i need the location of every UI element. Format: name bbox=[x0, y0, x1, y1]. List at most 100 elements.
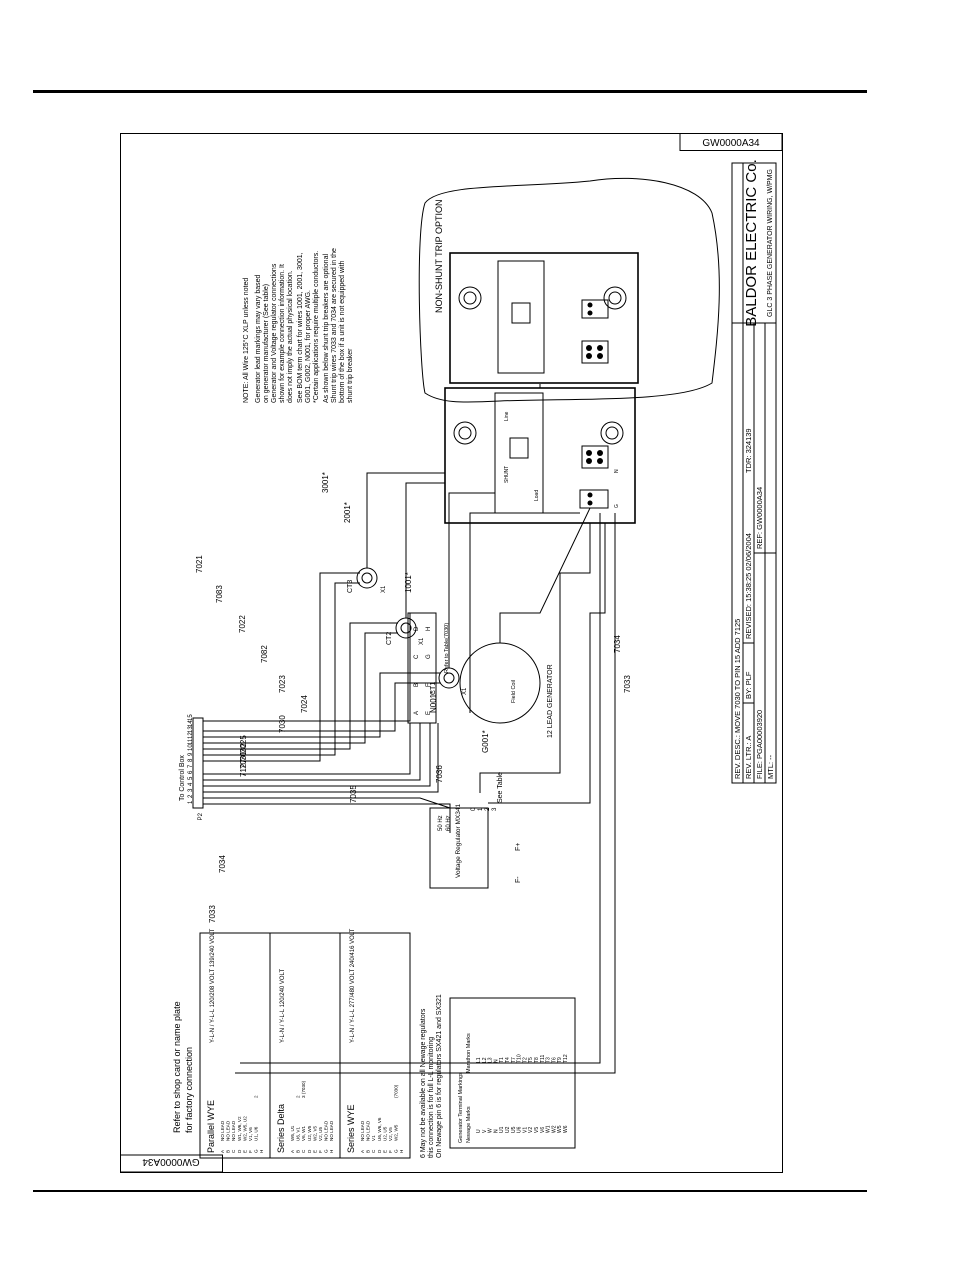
ct1-label: CT1 bbox=[430, 682, 437, 695]
connection-table-cell: A bbox=[220, 1149, 225, 1153]
marking-table-cell: W bbox=[488, 1128, 494, 1133]
ref: REF: GW0000A34 bbox=[755, 487, 764, 549]
marking-table-cell: T7 bbox=[511, 1057, 517, 1063]
connection-table-cell: U2, U5 bbox=[382, 1126, 387, 1141]
connection-table-cell: G bbox=[394, 1149, 399, 1153]
tb-b: B bbox=[414, 683, 420, 687]
footer-rule bbox=[33, 1190, 867, 1192]
pin-9: 9 bbox=[188, 752, 194, 756]
marking-header-1: Newage Marks bbox=[466, 1106, 472, 1143]
connection-table-cell: U1, U6 bbox=[254, 1126, 259, 1141]
non-shunt-trip-label: NON-SHUNT TRIP OPTION bbox=[434, 199, 444, 313]
line-label: Line bbox=[504, 411, 510, 421]
wire-7022: 7022 bbox=[238, 615, 247, 633]
marking-table-cell: L2 bbox=[482, 1057, 488, 1063]
marking-table-cell: V2 bbox=[528, 1127, 534, 1133]
terminal-block: Refer to Table(7030) A B C D E F G H bbox=[407, 612, 450, 724]
marking-table-cell: N bbox=[493, 1059, 499, 1063]
wire-n001: N001* bbox=[429, 691, 438, 713]
tb-f: F bbox=[426, 683, 432, 687]
marking-table-cell: T3 bbox=[546, 1057, 552, 1063]
generator-12-lead: 12 LEAD GENERATOR Field Coil bbox=[459, 642, 554, 738]
note-line-11: bottom of the box if a unit is not equip… bbox=[339, 260, 346, 403]
connection-table-cell: G bbox=[324, 1149, 329, 1153]
connection-table-cell: B bbox=[296, 1150, 301, 1153]
notes-block: NOTE: All Wire 125°C XLP unless noted Ge… bbox=[242, 248, 354, 403]
connection-table-cell: A bbox=[360, 1149, 365, 1153]
marking-table-cell: T5 bbox=[528, 1057, 534, 1063]
note-line-8: *Certain applications require multiple c… bbox=[313, 251, 320, 403]
note-line-2: on generator manufacturer (See table) bbox=[263, 284, 270, 403]
title-block: REV. DESC.: MOVE 7030 TO PIN 15 ADD 7125… bbox=[731, 159, 777, 784]
table-series-wye-name: Series WYE bbox=[346, 1104, 356, 1153]
regulator-t0: 0 bbox=[471, 807, 477, 811]
n-label: N bbox=[614, 469, 620, 473]
wire-7127: 7127 bbox=[239, 759, 248, 777]
regulator-t3: 3 bbox=[492, 807, 498, 811]
marking-table-cell: W1 bbox=[546, 1125, 552, 1133]
note-line-6: See BOM term chart for wires 1001, 2001,… bbox=[297, 252, 304, 403]
wire-2001: 2001* bbox=[343, 502, 352, 523]
tb-d: D bbox=[414, 626, 420, 631]
ct1-x1: X1 bbox=[462, 687, 468, 695]
marking-table-cell: L3 bbox=[488, 1057, 494, 1063]
mtl: MTL: -- bbox=[766, 754, 775, 779]
wire-7083: 7083 bbox=[215, 585, 224, 603]
note-line-9: As shown below shunt trip breakers are o… bbox=[323, 254, 330, 403]
plug-label: P2 bbox=[198, 812, 204, 820]
table-series-delta-name: Series Delta bbox=[276, 1104, 286, 1153]
wire-7034-right: 7034 bbox=[613, 635, 622, 653]
tb-a: A bbox=[414, 711, 420, 715]
g-label: G bbox=[614, 504, 620, 508]
marking-header-0: Generator Terminal Markings bbox=[458, 1072, 464, 1143]
drawing-number-top: GW0000A34 bbox=[702, 138, 760, 149]
table-parallel-wye-name: Parallel WYE bbox=[206, 1100, 216, 1153]
wire-7035: 7035 bbox=[349, 785, 358, 803]
wire-7023: 7023 bbox=[278, 675, 287, 693]
ct2-x1: X1 bbox=[419, 637, 425, 645]
pin-12: 12 bbox=[188, 732, 194, 739]
connection-table-cell: F bbox=[318, 1150, 323, 1153]
connection-table-cell: V2, U5 bbox=[318, 1127, 323, 1141]
newage-note: 6 May not be available on all Newage reg… bbox=[420, 994, 443, 1158]
connection-table-cell: F bbox=[248, 1150, 253, 1153]
connection-table-cell: 2 bbox=[254, 1095, 259, 1098]
connection-table-cell: H bbox=[329, 1150, 334, 1153]
wire-7030: 7030 bbox=[278, 715, 287, 733]
wire-routing bbox=[203, 472, 616, 1074]
pin-10: 10 bbox=[188, 744, 194, 751]
wire-7033-right: 7033 bbox=[623, 675, 632, 693]
connection-table-cell: C bbox=[231, 1149, 236, 1153]
marking-table-cell: T9 bbox=[557, 1057, 563, 1063]
shop-card-line-0: Refer to shop card or name plate bbox=[172, 1001, 182, 1133]
rev-desc: REV. DESC.: MOVE 7030 TO PIN 15 ADD 7125 bbox=[733, 619, 742, 779]
file: FILE: PGA00003920 bbox=[755, 710, 764, 779]
connection-table-cell: V1 bbox=[371, 1135, 376, 1141]
regulator-60hz: 60 Hz bbox=[446, 815, 452, 831]
marking-table-cell: T4 bbox=[505, 1057, 511, 1063]
connection-table-cell: H bbox=[399, 1150, 404, 1153]
marking-table-cell: U1 bbox=[499, 1126, 505, 1133]
connection-table-cell: (7030) bbox=[394, 1084, 399, 1098]
marking-table-cell: V1 bbox=[522, 1127, 528, 1133]
marking-table-cell: T2 bbox=[522, 1057, 528, 1063]
marking-table-cell: L1 bbox=[476, 1057, 482, 1063]
marking-table-cell: T8 bbox=[534, 1057, 540, 1063]
wire-labels: 7021 7083 7022 7082 7023 7024 7030 7025 … bbox=[195, 472, 632, 923]
connection-table-cell: W1, W6, V2 bbox=[237, 1116, 242, 1141]
connection-table-cell: NO LEAD bbox=[226, 1120, 231, 1141]
connection-table-cell: V2, V5 bbox=[388, 1127, 393, 1141]
pin-5: 5 bbox=[188, 776, 194, 780]
marking-table-cell: U2 bbox=[505, 1126, 511, 1133]
connection-table-cell: U2, W5 bbox=[307, 1125, 312, 1141]
note-line-1: Generator lead markings may vary based bbox=[255, 275, 262, 403]
wire-7034: 7034 bbox=[218, 855, 227, 873]
pin-4: 4 bbox=[188, 782, 194, 786]
connection-table-cell: D bbox=[237, 1149, 242, 1153]
connection-table-cell: B bbox=[366, 1150, 371, 1153]
marking-table-cell: U5 bbox=[511, 1126, 517, 1133]
note-line-5: does not imply the actual physical locat… bbox=[287, 270, 294, 403]
drawing-number-box-top bbox=[679, 133, 783, 151]
connection-table-cell: NO LEAD bbox=[360, 1120, 365, 1141]
connection-table-cell: E bbox=[242, 1150, 247, 1153]
